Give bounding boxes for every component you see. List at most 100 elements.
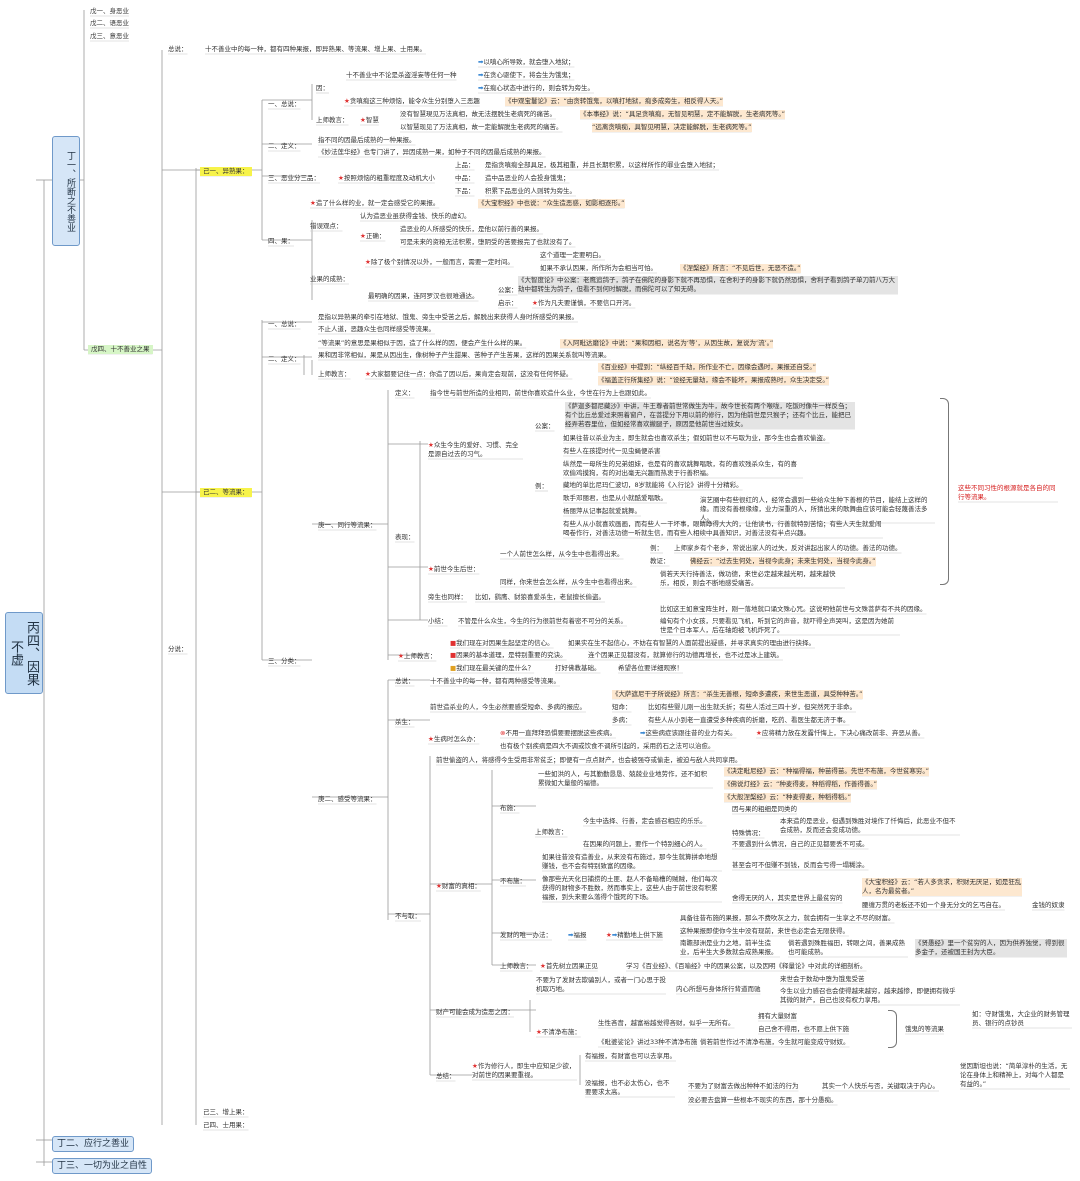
root-node[interactable]: 丙四、因果不虚 <box>5 612 43 694</box>
yin-text: 十不善业中不论是杀盗淫妄等任何一种 <box>346 71 457 79</box>
g1-zs: ★众生今生的爱好、习惯、完全是源自过去的习气。 <box>428 441 519 458</box>
geng1-label[interactable]: 庚一、同行等流果： <box>318 521 377 529</box>
g1-qs-label: ★前世今生后世： <box>428 565 480 573</box>
zheng-label: ★正确： <box>360 232 386 240</box>
s2-label: 二、定义： <box>268 142 301 150</box>
star-icon: ★ <box>365 370 371 378</box>
g1-sj-5: ■我们现在最关键的是什么？ <box>450 664 535 672</box>
s3-row1-text: 是指贪嗔痴全部具足，极其粗重，并且长期积累，以这样所作的罪业会堕入地狱； <box>485 161 719 169</box>
g2-bzd-q2: 腰缠万贯的老板还不如一个身无分文的乞丐自在。 <box>862 901 1005 909</box>
g2-zj-b: 有福报，有财富也可以去享用。 <box>585 1052 676 1060</box>
ye-label: 业果的成熟： <box>310 275 349 283</box>
j2s1-label: 一、总说： <box>268 320 301 328</box>
g1-li-6: 杨丽萍从记事起就爱跳舞。 <box>563 507 641 515</box>
qishi-label: 启示： <box>498 299 518 307</box>
star-icon: ★ <box>344 97 350 105</box>
g2-duanming-t: 比如有些婴儿刚一出生就夭折；有些人活过三四十岁，但突然死于非命。 <box>648 703 856 711</box>
wu2-node[interactable]: 戊二、语恶业 <box>90 19 129 27</box>
gongan-label: 公案： <box>498 286 518 294</box>
g1-sj-2: 如果实在生不起信心，不妨在有智慧的人面前提出疑惑，并寻求真实的理由进行抉择。 <box>568 639 815 647</box>
arrow-icon: ➡ <box>478 58 484 66</box>
g2-sbsm-a: ⊗不用一直拜拜恐惧要要摆脱这些疾病。 <box>500 729 616 737</box>
wu4-node[interactable]: 戊四、十不善业之果 <box>88 345 153 354</box>
g1-qs-jz: 教证： <box>650 557 670 565</box>
g2-bqbs-b: 《毗婆娑论》讲过33种不清净布施 <box>598 1038 698 1046</box>
bqbs-brace <box>888 1010 897 1048</box>
x-icon: ⊗ <box>500 729 506 737</box>
g2-duobing-t: 有些人从小到老一直遭受多种疾病的折磨，吃药、看医生都无济于事。 <box>648 716 850 724</box>
arrow-icon: ➡ <box>568 931 574 939</box>
g2-cc-a4: 今生以业力感召也会使得越来越穷，越来越惨，即便拥有微乎其微的财产，自己也没有权力… <box>780 987 956 1004</box>
ji2-node[interactable]: 己二、等流果： <box>200 488 252 497</box>
g1-sj: ★上师教言： <box>398 652 437 660</box>
s3-row3-text: 积累下品恶业的人则转为旁生。 <box>485 187 576 195</box>
g2-bs-q2: 《佛说灯经》云：“种麦得麦，种稻得稻，作善得善。” <box>724 780 877 789</box>
star-icon: ★ <box>360 232 366 240</box>
j2s2-label: 二、定义： <box>268 355 301 363</box>
qishi-text: ★作为凡夫要谨慎，不要信口开河。 <box>532 299 636 307</box>
g2-bs-jj-b: 在因果的问题上，要作一个特别细心的人。 <box>583 840 707 848</box>
g1-gongan-label: 公案： <box>535 422 555 430</box>
square-icon: ■ <box>450 664 457 672</box>
yin-item-3: ➡在痴心状态中进行的，则会转为旁生。 <box>478 84 594 92</box>
g2-zs: 总说： <box>395 677 415 685</box>
star-icon: ★ <box>310 199 316 207</box>
g1-qs-li-t: 上师家乡有个老乡，常说出家人的过失，反对讲起出家人的功德。善法的功德。 <box>674 544 902 552</box>
g1-li-7: 有些人从小就喜欢画画，而有些人一干坏事，眼睛睁得大大的，让他读书，行善就特别苦恼… <box>563 520 882 537</box>
g1-li-label: 例： <box>535 482 548 490</box>
g2-sha-a: 前世造杀业的人，今生必然要感受短命、多病的报应。 <box>430 703 586 711</box>
g1-xj-b: 编旬有个小女孩，只要看见飞机，听到它的声音，就吓得全声哭叫，这是因为她前世是个日… <box>660 617 894 634</box>
g2-bs-q3: 《大般涅槃经》云：“种麦得麦，种稻得稻。” <box>724 793 851 802</box>
star-icon: ★ <box>472 1062 478 1070</box>
geng2-label[interactable]: 庚二、感受等流果： <box>318 795 377 803</box>
g2-ff-c: 具备往昔布施的果报，那么不费吹灰之力，就会拥有一生享之不尽的财富。 <box>680 914 895 922</box>
g2-ct: ★财富的真相： <box>436 882 481 890</box>
g2-bs-a: 一些如洪的人，与其勤勤恳恳、兢兢业业地劳作，还不如积累微如大量般的福德。 <box>538 770 707 787</box>
g2-cc-a2: 内心所想与身体所行背道而驰 <box>676 985 761 993</box>
g2-zs-t: 十不善业中的每一种，都有两种感受等流果。 <box>430 677 560 685</box>
ji1-node[interactable]: 己一、异熟果： <box>200 167 252 176</box>
zongshuo-label: 总说： <box>168 45 188 53</box>
ji3-node[interactable]: 己三、增上果： <box>203 1108 249 1116</box>
cuo-a: 认为造恶业虽获得金钱、快乐的虚幻。 <box>360 212 471 220</box>
s3-label: 三、恶业分三品： <box>268 174 320 182</box>
g2-bzd-q3: 金钱的奴隶 <box>1032 901 1065 909</box>
s2-a: 指不同的因最后成熟的一种果报。 <box>318 136 416 144</box>
g1-qs-li: 例： <box>650 544 663 552</box>
wu1-node[interactable]: 戊一、身恶业 <box>90 7 129 15</box>
fenshuo-label: 分说： <box>168 645 188 653</box>
j2s2-a-quote: 《入阿毗达磨论》中说：“果和因相，说名为‘等’，从因生故，复说为‘流’。” <box>560 339 774 348</box>
g1-li-5: 歌手邓丽君，也是从小就酷爱唱歌。 <box>563 494 667 502</box>
g1-qs-a: 一个人前世怎么样，从今生中也看得出来。 <box>500 550 624 558</box>
j2s2-jiao-q2: 《福盖正行所集经》说：“设经无量劫，缘会不能坏，果报成熟时，众生决定受。” <box>598 376 829 385</box>
g2-sbsm-a2: ➡这些病症该跟往昔的业力有关。 <box>640 729 737 737</box>
g2-cc-a: 不要为了发财去欺骗别人，或者一门心思于投机取巧地。 <box>536 976 666 993</box>
j2s1-b: 不止人道，恶趣众生也同样感受等流果。 <box>318 325 435 333</box>
g2-bq: 不与取： <box>395 912 421 920</box>
star-icon: ★ <box>428 441 434 449</box>
g2-bzd-a2: 甚至会可不但赚不到钱，反而会亏得一塌糊涂。 <box>732 861 869 869</box>
tan-text: ★贪嗔痴这三种烦恼，能令众生分别堕入三恶趣 <box>344 97 480 105</box>
g1-xj-a: 比如这王如意宝阵生时，刚一落地就口诵文殊心咒。这说明他前世与文殊菩萨有不共的因缘… <box>660 605 927 613</box>
ji4-node[interactable]: 己四、士用果： <box>203 1121 249 1129</box>
g1-li-note: 演艺圈中有些很红的人，经常会遇到一些给众生种下善根的节目，能结上这样的缘。而没有… <box>700 496 928 522</box>
g2-sbsm-b: 也有极个别疾病是四大不调或饮食不调所引起的，采用药石之法可以治愈。 <box>500 742 715 750</box>
s3-row3-label: 下品： <box>455 187 475 195</box>
g2-ff-a: ➡福报 <box>568 931 587 939</box>
g2-cc-a3: 来世会于数劫中堕为饿鬼受苦 <box>780 975 865 983</box>
zhihui-text: ★智慧 <box>360 116 379 124</box>
g1-biaoxian: 表现： <box>395 533 415 541</box>
g2-bzd-b: 像那些光天化日捕捞的土匪、赵人不备暗槽的贼贼，他们每次获得的财物多不胜数，然而事… <box>542 875 718 901</box>
ding1-node[interactable]: 丁一、所断之不善业 <box>52 136 80 246</box>
ding2-node[interactable]: 丁二、应行之善业 <box>52 1136 135 1152</box>
s3-row2-label: 中品： <box>455 174 475 182</box>
j2s2-jiao-q1: 《百业经》中提到：“纵经百千劫，所作业不亡，因缘会遇时，果报还自受。” <box>598 363 816 372</box>
cuo-label: 错误观点： <box>310 222 343 230</box>
g2-zj-c: 没福报，也不必太伤心，也不要要求太高。 <box>585 1079 670 1096</box>
arrow-icon: ➡ <box>611 931 618 939</box>
wu3-node[interactable]: 戊三、意恶业 <box>90 32 129 40</box>
ding3-node[interactable]: 丁三、一切为业之自性 <box>52 1158 153 1174</box>
star-icon: ★ <box>536 1028 542 1036</box>
g2-duanming: 短命： <box>612 703 632 711</box>
